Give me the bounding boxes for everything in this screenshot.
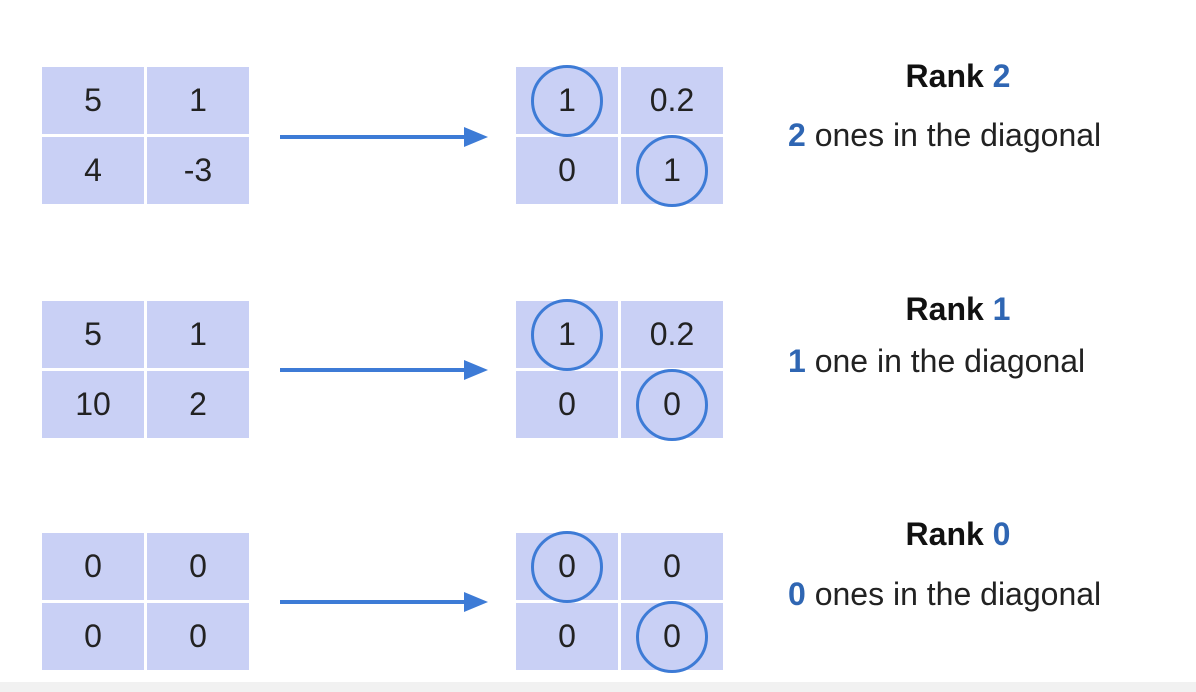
matrix-cell: 0 [621,600,723,673]
matrix-cell: 0.2 [621,301,723,368]
arrow-right-icon [280,360,488,380]
input-matrix-2: 5 1 10 2 [42,301,249,438]
matrix-cell: 4 [42,137,144,204]
matrix-cell: -3 [147,137,249,204]
matrix-cell: 2 [147,371,249,438]
matrix-cell: 0 [42,533,144,600]
matrix-cell: 0.2 [621,67,723,134]
matrix-cell: 1 [621,134,723,207]
input-matrix-1: 5 1 4 -3 [42,67,249,204]
cell-value: 0 [558,386,576,422]
diagonal-circle [531,64,603,137]
cell-value: 0.2 [649,82,695,118]
description-text: ones in the diagonal [814,576,1102,612]
matrix-cell: 1 [147,301,249,368]
matrix-cell: 10 [42,371,144,438]
reduced-matrix-3: 0 0 0 0 [516,530,723,673]
reduced-matrix-1: 1 0.2 0 1 [516,64,723,207]
diagonal-count: 0 [788,576,806,612]
rank-value: 2 [992,58,1011,94]
reduced-matrix-2: 1 0.2 0 0 [516,298,723,441]
matrix-cell: 0 [516,530,618,603]
rank-heading: Rank 1 [828,291,1088,328]
diagonal-circle [636,600,708,673]
input-matrix-3: 0 0 0 0 [42,533,249,670]
description-text: ones in the diagonal [814,117,1102,153]
matrix-cell: 0 [516,371,618,438]
arrow-right-icon [280,592,488,612]
diagonal-circle [636,368,708,441]
cell-value: 0.2 [649,316,695,352]
rank-value: 1 [992,291,1011,327]
rank-description: 0 ones in the diagonal [788,576,1101,613]
rank-label: Rank [905,291,984,327]
matrix-cell: 0 [42,603,144,670]
rank-description: 1 one in the diagonal [788,343,1085,380]
rank-label: Rank [905,58,984,94]
rank-description: 2 ones in the diagonal [788,117,1101,154]
matrix-cell: 1 [147,67,249,134]
matrix-cell: 5 [42,301,144,368]
matrix-cell: 1 [516,298,618,371]
matrix-cell: 0 [147,533,249,600]
cell-value: 0 [558,152,576,188]
matrix-cell: 0 [621,533,723,600]
cell-value: 0 [663,548,681,584]
diagonal-circle [636,134,708,207]
cell-value: 0 [558,618,576,654]
matrix-cell: 0 [516,603,618,670]
matrix-cell: 0 [147,603,249,670]
matrix-cell: 0 [516,137,618,204]
rank-label: Rank [905,516,984,552]
diagonal-count: 1 [788,343,806,379]
footer-strip [0,682,1196,692]
rank-value: 0 [992,516,1011,552]
diagonal-count: 2 [788,117,806,153]
rank-heading: Rank 0 [828,516,1088,553]
rank-heading: Rank 2 [828,58,1088,95]
matrix-cell: 0 [621,368,723,441]
matrix-cell: 1 [516,64,618,137]
description-text: one in the diagonal [814,343,1086,379]
matrix-cell: 5 [42,67,144,134]
diagonal-circle [531,530,603,603]
diagonal-circle [531,298,603,371]
arrow-right-icon [280,127,488,147]
